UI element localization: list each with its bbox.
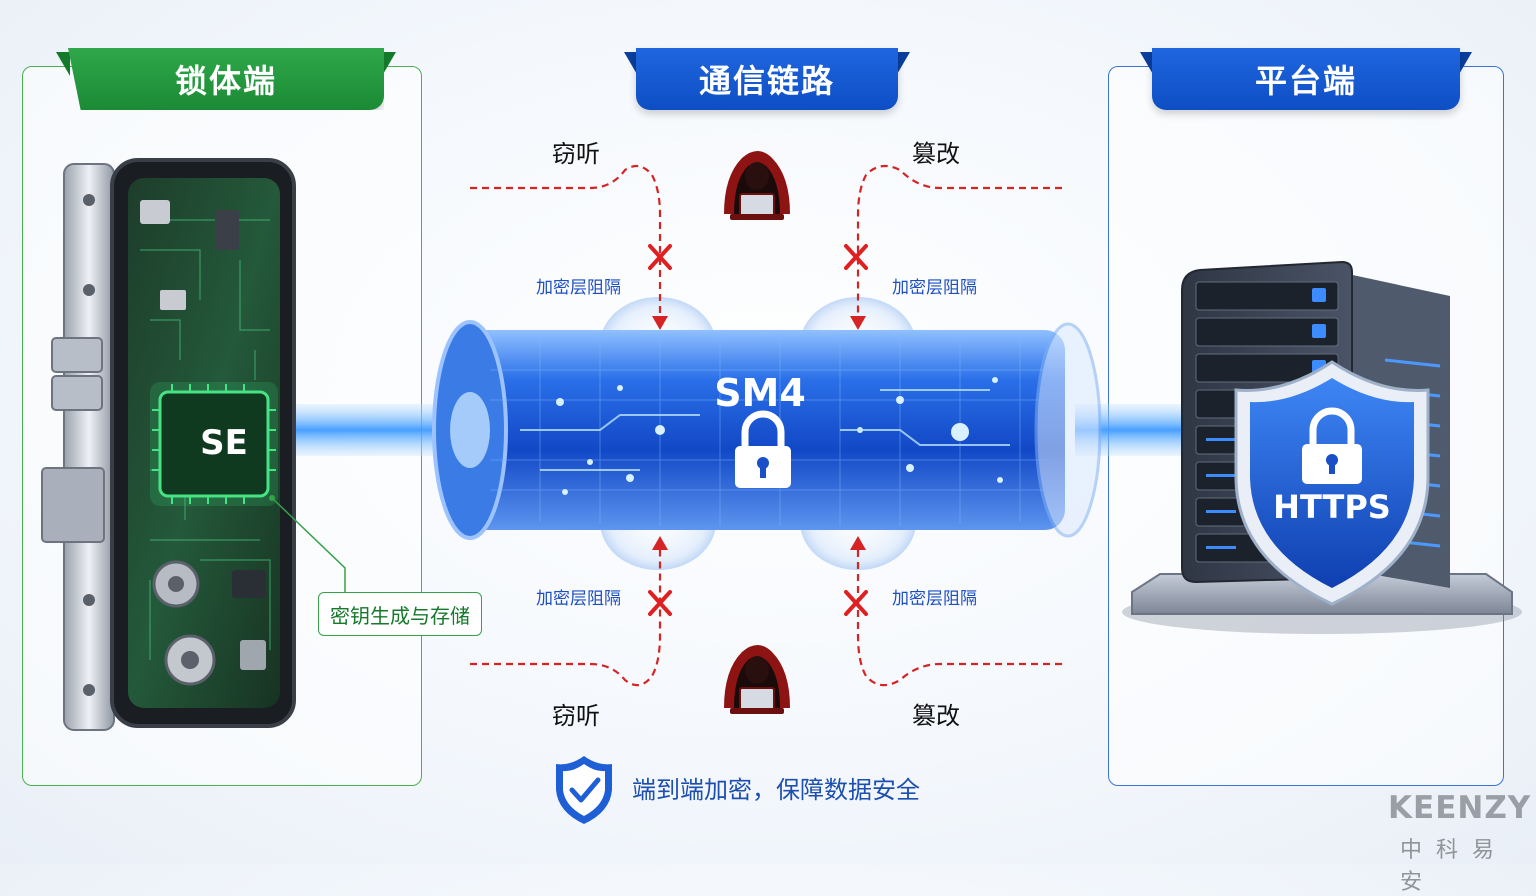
check-shield-icon (556, 756, 612, 824)
x-mark-icon (648, 590, 672, 616)
footer-tagline: 端到端加密，保障数据安全 (632, 776, 920, 804)
tab-fold (382, 52, 396, 76)
barrier-label-top-left: 加密层阻隔 (536, 278, 621, 298)
shield-label: HTTPS (1273, 488, 1391, 526)
tunnel-label: SM4 (714, 371, 806, 415)
tab-fold (56, 52, 70, 76)
https-shield-icon (1234, 360, 1430, 606)
hacker-icon-top (724, 151, 790, 220)
brand-logo-text: KEENZY (1388, 790, 1532, 826)
padlock-icon (735, 410, 791, 488)
chip-label: SE (200, 423, 248, 463)
barrier-label-top-right: 加密层阻隔 (892, 278, 977, 298)
tamper-label-top: 篡改 (912, 140, 960, 168)
smart-lock-device (41, 158, 296, 731)
scene-graphics: SE SM4 HTTPS (41, 52, 1522, 824)
channel-header: 通信链路 (636, 48, 898, 110)
eavesdrop-label-top: 窃听 (552, 140, 600, 168)
tab-fold (624, 52, 638, 76)
tab-fold (896, 52, 910, 76)
x-mark-icon (844, 590, 868, 616)
brand-chinese-name: 中科易安 (1400, 838, 1509, 895)
eavesdrop-label-bottom: 窃听 (552, 702, 600, 730)
tab-fold (1458, 52, 1472, 76)
x-mark-icon (844, 244, 868, 270)
key-generation-callout: 密钥生成与存储 (318, 592, 482, 636)
tamper-label-bottom: 篡改 (912, 702, 960, 730)
hacker-icon-bottom (724, 645, 790, 714)
encryption-tunnel (432, 320, 1102, 540)
barrier-label-bottom-right: 加密层阻隔 (892, 589, 977, 609)
x-mark-icon (648, 244, 672, 270)
callout-dot (269, 495, 275, 501)
platform-side-header: 平台端 (1152, 48, 1460, 110)
barrier-label-bottom-left: 加密层阻隔 (536, 589, 621, 609)
tab-fold (1140, 52, 1154, 76)
arrowheads (652, 316, 866, 550)
callout-connector (271, 497, 346, 594)
threat-paths (470, 164, 1062, 687)
block-marks (648, 244, 868, 616)
lock-side-header: 锁体端 (68, 48, 384, 110)
